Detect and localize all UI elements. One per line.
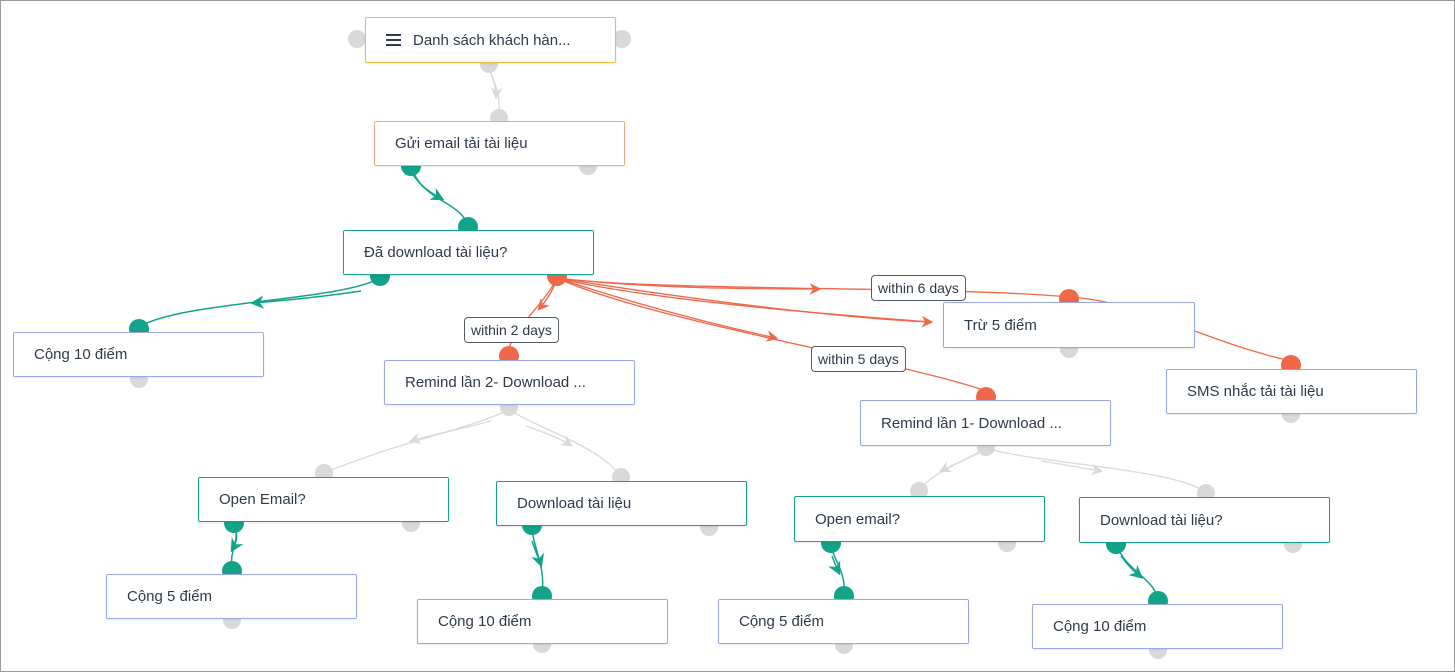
node-send-email[interactable]: Gửi email tải tài liệu [374, 121, 625, 166]
node-label: Cộng 10 điểm [438, 613, 532, 630]
node-label: Open Email? [219, 491, 306, 508]
node-label: SMS nhắc tải tài liệu [1187, 383, 1324, 400]
node-open-email-condition-2[interactable]: Open email? [794, 496, 1045, 542]
edge-label-within-6-days[interactable]: within 6 days [871, 275, 966, 301]
node-open-email-condition-1[interactable]: Open Email? [198, 477, 449, 522]
node-plus10-c[interactable]: Cộng 10 điểm [1032, 604, 1283, 649]
list-icon [386, 34, 401, 46]
node-customer-list[interactable]: Danh sách khách hàn... [365, 17, 616, 63]
edge-remind1-download [985, 447, 1207, 494]
edge-no-minus5 [556, 277, 932, 323]
node-download-condition-2[interactable]: Download tài liệu? [1079, 497, 1330, 543]
node-label: Gửi email tải tài liệu [395, 135, 528, 152]
edge-download-plus10 [531, 524, 544, 594]
node-plus5-b[interactable]: Cộng 5 điểm [718, 599, 969, 644]
node-label: Trừ 5 điểm [964, 316, 1037, 334]
edge-label-within-2-days[interactable]: within 2 days [464, 317, 559, 343]
node-label: Cộng 5 điểm [739, 613, 825, 630]
node-minus5[interactable]: Trừ 5 điểm [943, 302, 1195, 348]
edge-remind2-download [508, 408, 622, 478]
node-plus10-a[interactable]: Cộng 10 điểm [13, 332, 264, 377]
node-remind1[interactable]: Remind lần 1- Download ... [860, 400, 1111, 446]
node-label: Open email? [815, 510, 901, 528]
node-label: Cộng 10 điểm [1053, 618, 1147, 635]
node-label: Cộng 5 điểm [127, 588, 213, 605]
node-label: Remind lần 2- Download ... [405, 374, 586, 391]
node-label: Đã download tài liệu? [364, 244, 508, 261]
edge-no-6days [556, 277, 1070, 298]
edge-download2-plus10 [1115, 543, 1159, 599]
node-label: Download tài liệu [517, 495, 632, 512]
node-plus5-a[interactable]: Cộng 5 điểm [106, 574, 357, 619]
node-download-document[interactable]: Download tài liệu [496, 481, 747, 526]
node-plus10-b[interactable]: Cộng 10 điểm [417, 599, 668, 644]
node-label: Cộng 10 điểm [34, 346, 128, 363]
node-sms-remind[interactable]: SMS nhắc tải tài liệu [1166, 369, 1417, 414]
node-label: Danh sách khách hàn... [413, 31, 571, 49]
edge-send-to-downloaded [410, 165, 469, 227]
edge-label-within-5-days[interactable]: within 5 days [811, 346, 906, 372]
node-remind2[interactable]: Remind lần 2- Download ... [384, 360, 635, 405]
node-label: Remind lần 1- Download ... [881, 414, 1062, 432]
node-downloaded-condition[interactable]: Đã download tài liệu? [343, 230, 594, 275]
node-label: Download tài liệu? [1100, 511, 1223, 529]
edge-remind2-open [323, 408, 510, 474]
